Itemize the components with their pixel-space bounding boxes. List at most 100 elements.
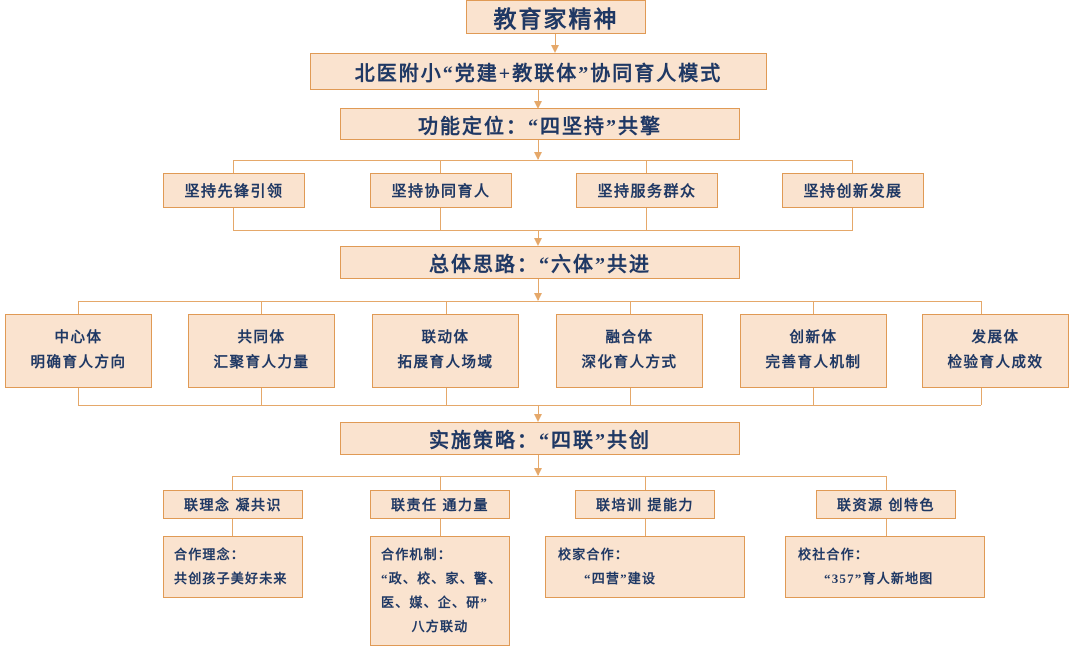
arrow-root-to-model	[551, 45, 559, 53]
section3-item-0-line-1: 共创孩子美好未来	[174, 571, 288, 586]
connector-section3-drop-2	[440, 476, 441, 490]
section3-item-0-title: 联理念 凝共识	[163, 490, 303, 519]
section2-item-2-name: 联动体	[421, 329, 470, 346]
section1-item-3-label: 坚持创新发展	[803, 184, 903, 200]
section2-item-0: 中心体 明确育人方向	[5, 314, 152, 388]
connector-section1-rise-3	[646, 208, 647, 230]
section3-item-2-line-1: “四营”建设	[584, 571, 657, 586]
root-node-label: 教育家精神	[493, 7, 619, 32]
section3-item-1-line-2: 医、媒、企、研”	[381, 595, 489, 610]
connector-section3-drop-1	[232, 476, 233, 490]
section2-item-4-name: 创新体	[789, 329, 838, 346]
section3-item-3-body: 校社合作： “357”育人新地图	[785, 536, 985, 598]
connector-section3-bus	[232, 476, 886, 477]
section2-item-1-desc: 汇聚育人力量	[213, 355, 310, 371]
section2-item-3-desc: 深化育人方式	[581, 355, 678, 371]
connector-section3-drop-3	[645, 476, 646, 490]
arrow-to-section3	[534, 414, 542, 422]
section1-item-2-label: 坚持服务群众	[597, 184, 697, 200]
section3-item-2-body: 校家合作： “四营”建设	[545, 536, 745, 598]
connector-section2-rise-1	[78, 388, 79, 405]
section1-item-1-label: 坚持协同育人	[391, 184, 491, 200]
arrow-to-section2	[534, 238, 542, 246]
section1-item-3: 坚持创新发展	[782, 173, 924, 208]
connector-section2-drop-5	[813, 301, 814, 314]
section3-item-1-line-3: 八方联动	[411, 619, 469, 635]
section2-item-0-name: 中心体	[54, 329, 103, 346]
connector-section1-rise-4	[852, 208, 853, 230]
connector-model-to-section1	[538, 90, 539, 106]
section1-item-2: 坚持服务群众	[576, 173, 718, 208]
section2-item-0-desc: 明确育人方向	[30, 355, 127, 371]
connector-section3-body-3	[645, 519, 646, 536]
arrow-model-to-section1	[534, 101, 542, 109]
section2-header: 总体思路：“六体”共进	[340, 246, 740, 279]
section2-item-5: 发展体 检验育人成效	[922, 314, 1069, 388]
connector-section2-drop-1	[78, 301, 79, 314]
connector-section3-body-2	[440, 519, 441, 536]
connector-section2-stem	[538, 230, 539, 243]
section3-item-1-title-label: 联责任 通力量	[391, 498, 489, 514]
section3-item-0-body: 合作理念： 共创孩子美好未来	[163, 536, 303, 598]
section3-item-1-line-1: “政、校、家、警、	[381, 570, 503, 586]
connector-section1-merge-bus	[233, 230, 853, 231]
section3-header-label: 实施策略：“四联”共创	[429, 430, 651, 452]
section2-item-3-name: 融合体	[605, 329, 654, 346]
section1-item-0: 坚持先锋引领	[163, 173, 305, 208]
connector-section2-rise-6	[981, 388, 982, 405]
section2-item-4: 创新体 完善育人机制	[740, 314, 887, 388]
connector-section3-body-1	[232, 519, 233, 536]
connector-section2-rise-4	[630, 388, 631, 405]
section2-item-4-desc: 完善育人机制	[765, 355, 862, 371]
connector-section1-drop-2	[440, 160, 441, 173]
section3-item-1-line-0: 合作机制：	[381, 546, 453, 562]
section3-item-3-line-1: “357”育人新地图	[824, 571, 934, 586]
section2-item-5-name: 发展体	[971, 329, 1020, 346]
section3-item-2-title-label: 联培训 提能力	[596, 498, 694, 514]
arrow-section1-stem	[534, 152, 542, 160]
section2-header-label: 总体思路：“六体”共进	[429, 254, 651, 276]
connector-section2-merge-bus	[78, 405, 981, 406]
section3-item-3-title-label: 联资源 创特色	[837, 498, 935, 514]
connector-section2-drop-3	[446, 301, 447, 314]
section2-item-3: 融合体 深化育人方式	[556, 314, 703, 388]
section3-item-3-title: 联资源 创特色	[816, 490, 956, 519]
connector-root-to-model	[555, 34, 556, 49]
connector-section3-drop-4	[886, 476, 887, 490]
arrow-section3-fanout	[534, 468, 542, 476]
model-title-label: 北医附小“党建+教联体”协同育人模式	[354, 63, 723, 85]
section2-item-5-desc: 检验育人成效	[947, 355, 1044, 371]
connector-section2-rise-3	[446, 388, 447, 405]
connector-section2-stem-down	[538, 279, 539, 300]
connector-section1-bus	[233, 160, 853, 161]
section2-item-1: 共同体 汇聚育人力量	[188, 314, 335, 388]
section3-item-3-line-0: 校社合作：	[798, 546, 870, 562]
section3-item-0-title-label: 联理念 凝共识	[184, 498, 282, 514]
connector-section1-rise-2	[440, 208, 441, 230]
section3-item-2-title: 联培训 提能力	[575, 490, 715, 519]
section1-header: 功能定位：“四坚持”共擎	[340, 108, 740, 140]
section1-header-label: 功能定位：“四坚持”共擎	[418, 115, 662, 138]
connector-section2-drop-4	[630, 301, 631, 314]
section3-item-0-line-0: 合作理念：	[174, 546, 246, 562]
section3-item-1-title: 联责任 通力量	[370, 490, 510, 519]
connector-section1-drop-3	[646, 160, 647, 173]
connector-section2-drop-6	[981, 301, 982, 314]
connector-section1-drop-1	[233, 160, 234, 173]
model-title-node: 北医附小“党建+教联体”协同育人模式	[310, 53, 767, 90]
root-node: 教育家精神	[466, 0, 646, 34]
connector-section2-drop-2	[261, 301, 262, 314]
connector-section2-bus	[78, 301, 981, 302]
connector-section1-drop-4	[852, 160, 853, 173]
section2-item-1-name: 共同体	[237, 329, 286, 346]
section1-item-0-label: 坚持先锋引领	[184, 184, 284, 200]
section2-item-2-desc: 拓展育人场域	[397, 355, 494, 371]
section3-item-1-body: 合作机制： “政、校、家、警、 医、媒、企、研” 八方联动	[370, 536, 510, 646]
connector-section3-stem	[538, 405, 539, 419]
connector-section1-rise-1	[233, 208, 234, 230]
connector-section3-stem-down	[538, 455, 539, 475]
arrow-section2-fanout	[534, 293, 542, 301]
section3-item-2-line-0: 校家合作：	[558, 546, 630, 562]
section1-item-1: 坚持协同育人	[370, 173, 512, 208]
